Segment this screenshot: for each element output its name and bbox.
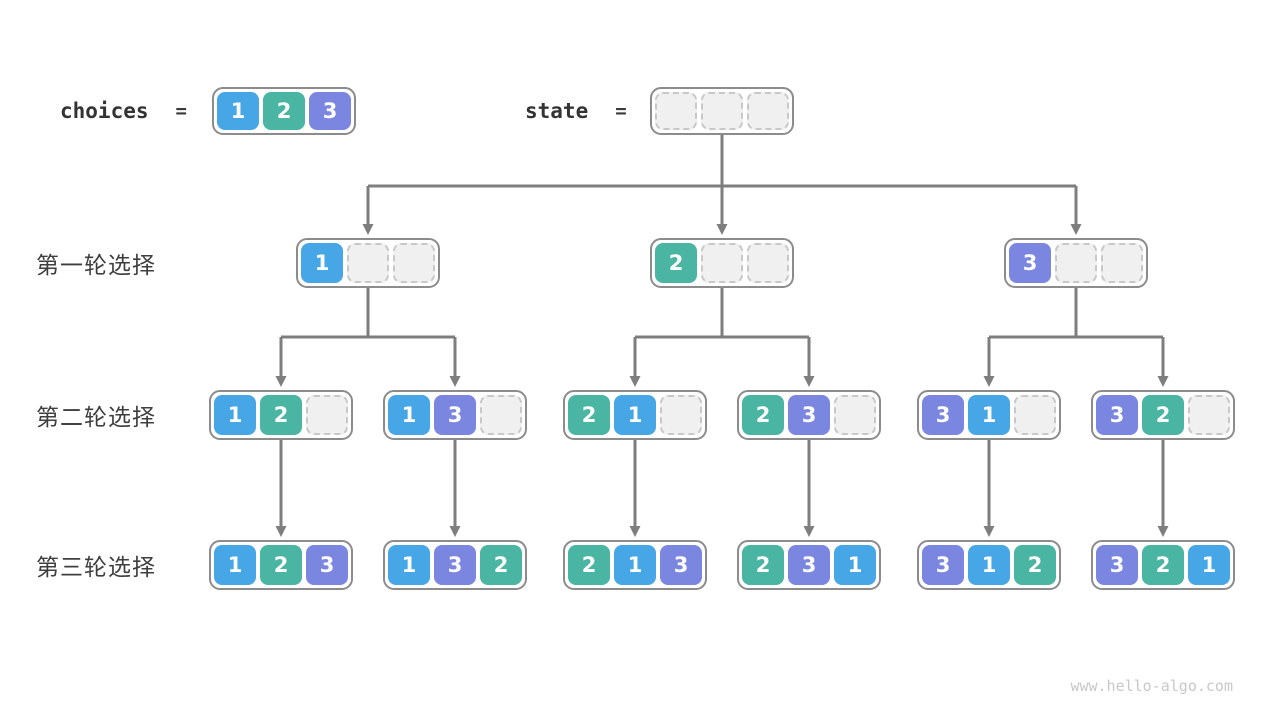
node-cell-filled: 3 bbox=[1009, 243, 1051, 283]
node-cell-filled: 2 bbox=[568, 545, 610, 585]
node-cell-empty bbox=[834, 395, 876, 435]
node-cell-filled: 1 bbox=[968, 395, 1010, 435]
node-cell-empty bbox=[393, 243, 435, 283]
node-cell-empty bbox=[1101, 243, 1143, 283]
node-cell-filled: 1 bbox=[214, 545, 256, 585]
node-cell-filled: 3 bbox=[434, 395, 476, 435]
choices-label-group: choices = bbox=[60, 87, 187, 135]
node-cell-empty bbox=[660, 395, 702, 435]
round-2-label: 第二轮选择 bbox=[36, 404, 156, 430]
choices-cell-filled: 2 bbox=[263, 92, 305, 130]
node-cell-empty bbox=[701, 243, 743, 283]
node-cell-filled: 1 bbox=[388, 545, 430, 585]
node-cell-filled: 2 bbox=[655, 243, 697, 283]
node-cell-empty bbox=[480, 395, 522, 435]
node-cell-filled: 3 bbox=[1096, 395, 1138, 435]
node-cell-filled: 3 bbox=[788, 545, 830, 585]
tree-node-round1-1: 1 bbox=[296, 238, 440, 288]
node-cell-filled: 3 bbox=[1096, 545, 1138, 585]
tree-node-round1-2: 2 bbox=[650, 238, 794, 288]
node-cell-filled: 3 bbox=[922, 545, 964, 585]
node-cell-filled: 3 bbox=[434, 545, 476, 585]
tree-node-round1-3: 3 bbox=[1004, 238, 1148, 288]
watermark: www.hello-algo.com bbox=[1070, 677, 1233, 695]
node-cell-filled: 3 bbox=[788, 395, 830, 435]
node-cell-filled: 2 bbox=[260, 545, 302, 585]
node-cell-filled: 1 bbox=[968, 545, 1010, 585]
state-cell-empty bbox=[701, 92, 743, 130]
state-cell-empty bbox=[655, 92, 697, 130]
node-cell-filled: 2 bbox=[1014, 545, 1056, 585]
node-cell-empty bbox=[1055, 243, 1097, 283]
node-cell-filled: 2 bbox=[1142, 545, 1184, 585]
node-cell-filled: 1 bbox=[1188, 545, 1230, 585]
node-cell-filled: 2 bbox=[260, 395, 302, 435]
state-cell-empty bbox=[747, 92, 789, 130]
node-cell-filled: 3 bbox=[660, 545, 702, 585]
node-cell-filled: 2 bbox=[1142, 395, 1184, 435]
node-cell-filled: 1 bbox=[301, 243, 343, 283]
node-cell-empty bbox=[1188, 395, 1230, 435]
node-cell-filled: 1 bbox=[614, 545, 656, 585]
node-cell-filled: 3 bbox=[922, 395, 964, 435]
state-array-box bbox=[650, 87, 794, 135]
choices-label: choices bbox=[60, 99, 149, 123]
node-cell-filled: 1 bbox=[834, 545, 876, 585]
round-3-label: 第三轮选择 bbox=[36, 554, 156, 580]
node-cell-empty bbox=[1014, 395, 1056, 435]
choices-cell-filled: 3 bbox=[309, 92, 351, 130]
node-cell-filled: 2 bbox=[568, 395, 610, 435]
choices-cell-filled: 1 bbox=[217, 92, 259, 130]
state-label-group: state = bbox=[525, 87, 627, 135]
node-cell-filled: 2 bbox=[480, 545, 522, 585]
node-cell-empty bbox=[306, 395, 348, 435]
node-cell-filled: 1 bbox=[388, 395, 430, 435]
node-cell-filled: 2 bbox=[742, 545, 784, 585]
node-cell-filled: 2 bbox=[742, 395, 784, 435]
node-cell-filled: 3 bbox=[306, 545, 348, 585]
node-cell-empty bbox=[747, 243, 789, 283]
equals-sign: = bbox=[615, 100, 627, 122]
state-label: state bbox=[525, 99, 589, 123]
node-cell-filled: 1 bbox=[214, 395, 256, 435]
equals-sign: = bbox=[175, 100, 187, 122]
node-cell-empty bbox=[347, 243, 389, 283]
round-1-label: 第一轮选择 bbox=[36, 252, 156, 278]
node-cell-filled: 1 bbox=[614, 395, 656, 435]
